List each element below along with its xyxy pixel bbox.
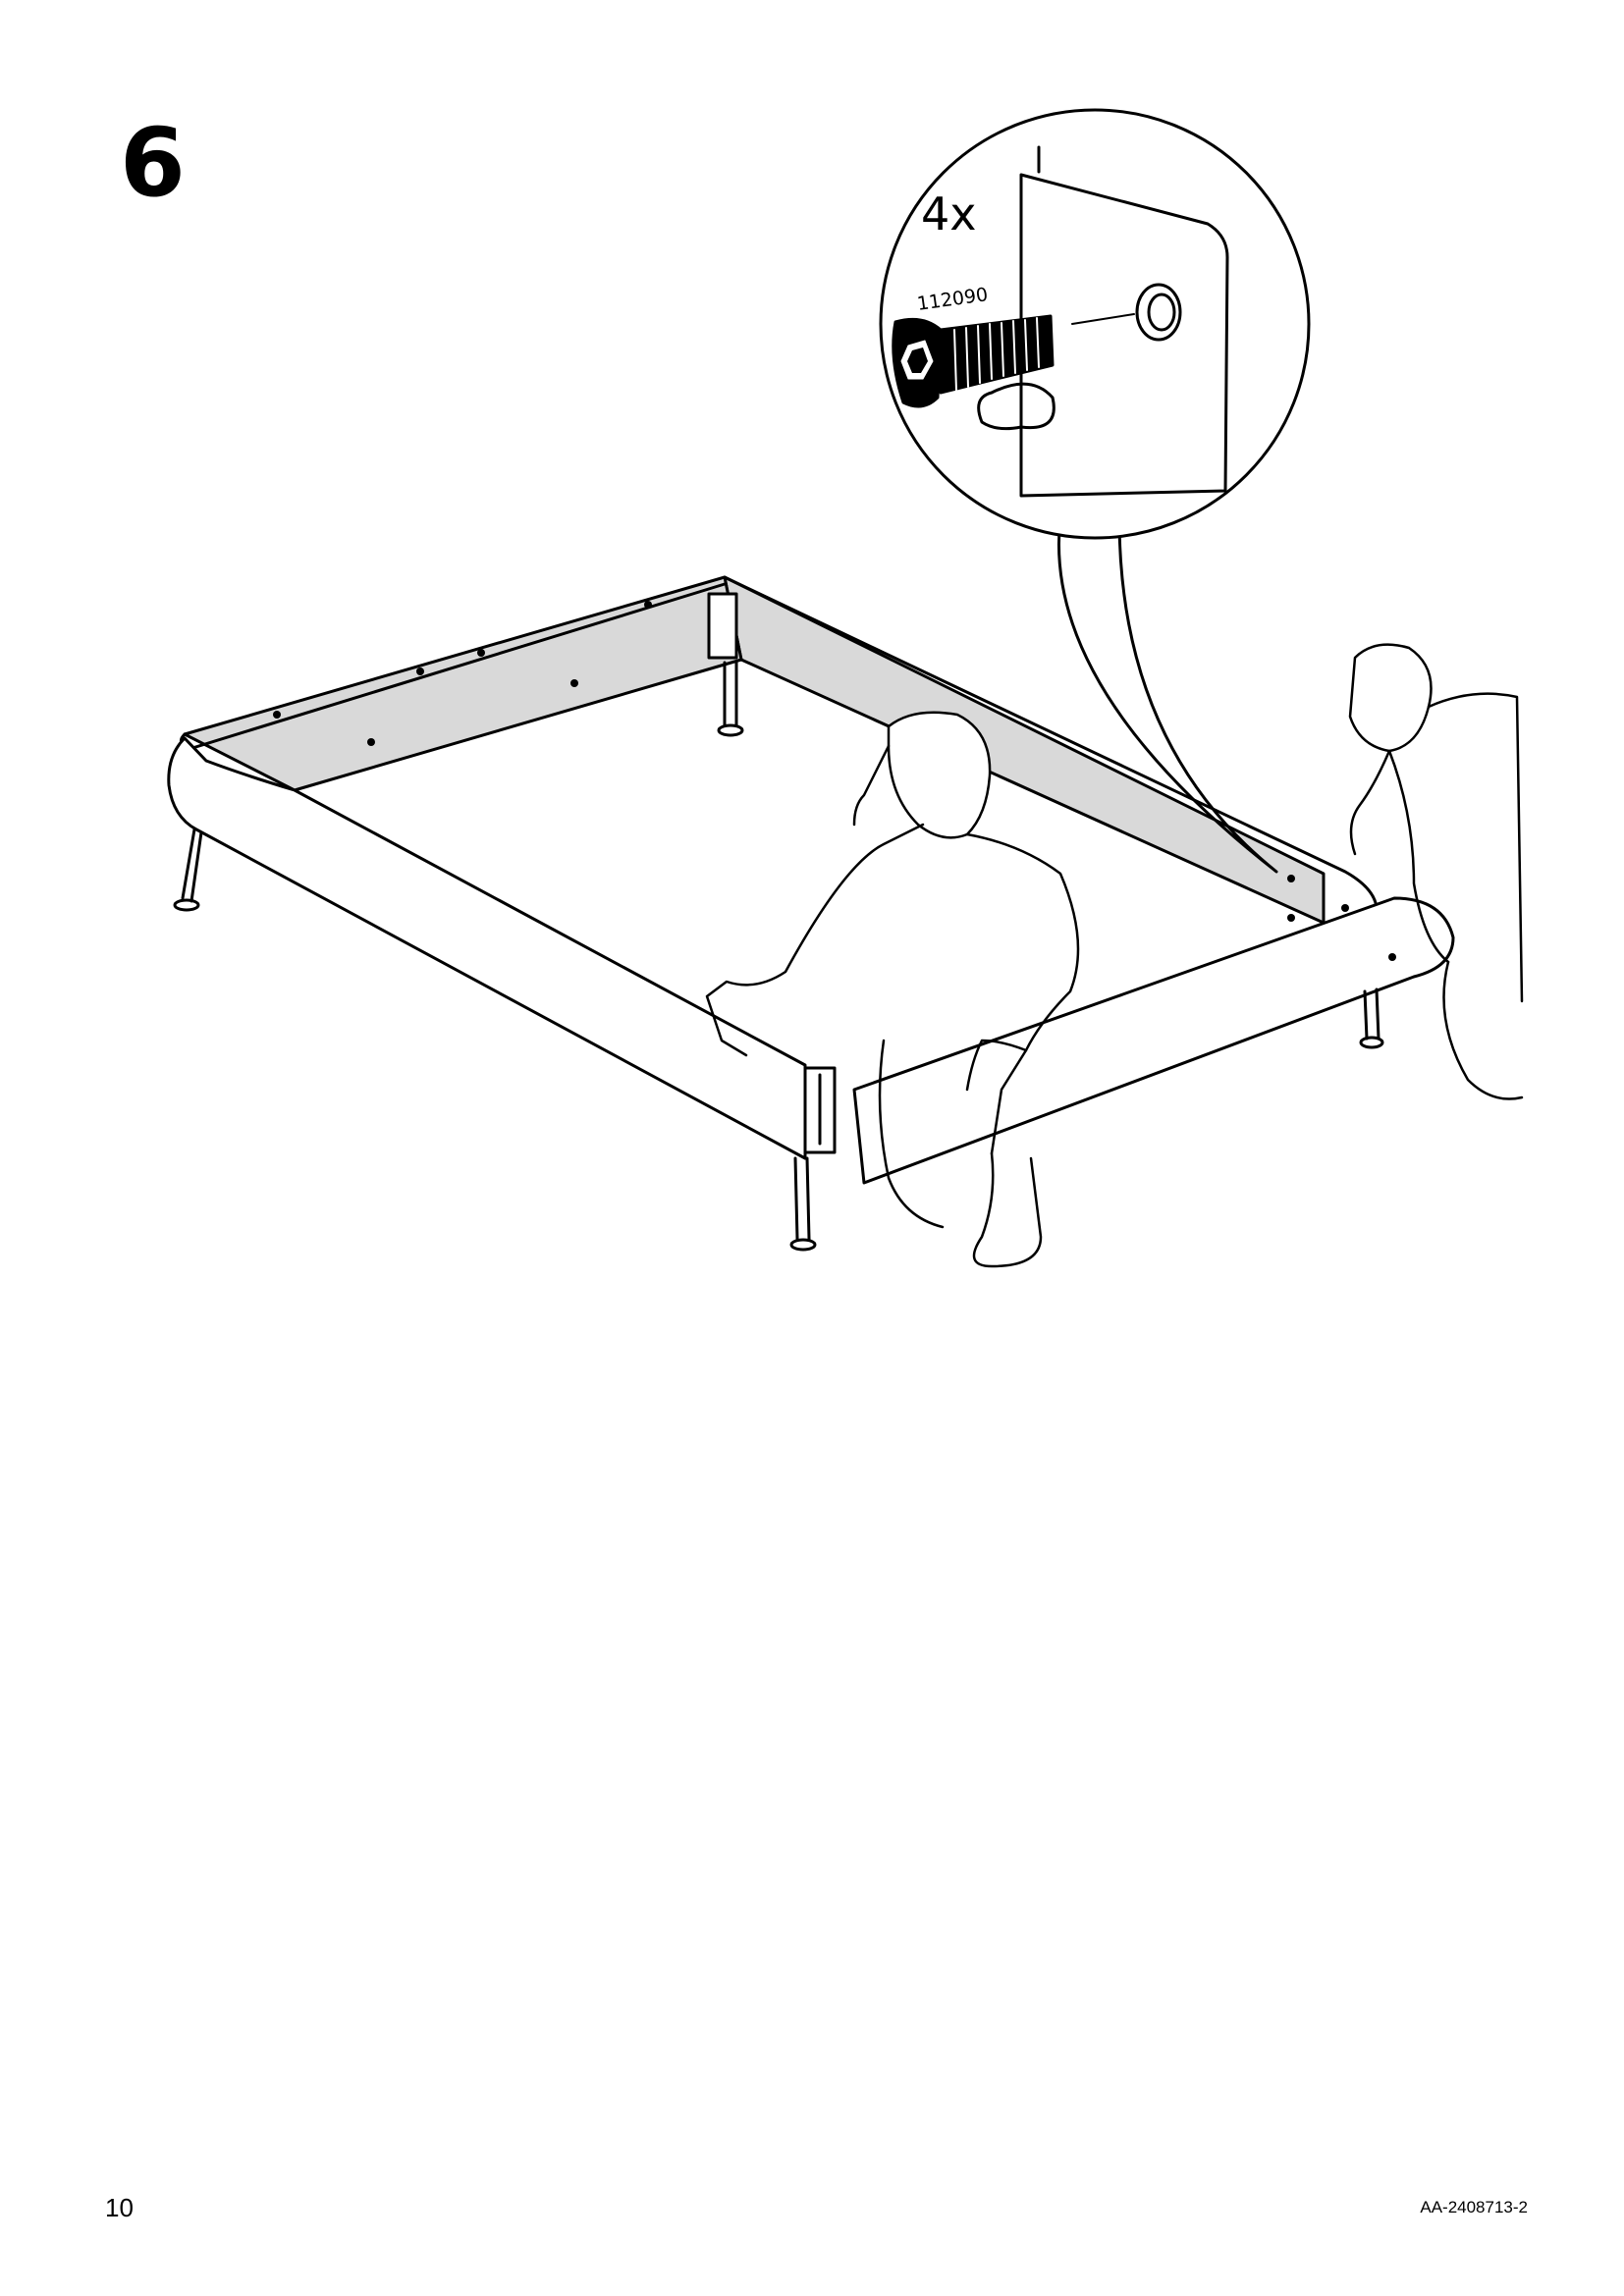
person-right bbox=[1350, 645, 1522, 1099]
page-number: 10 bbox=[105, 2195, 134, 2220]
leg-front bbox=[795, 1158, 809, 1239]
leg-back bbox=[725, 663, 736, 724]
left-rail-inner-face bbox=[185, 577, 741, 790]
person-center bbox=[707, 713, 1078, 1266]
document-id: AA-2408713-2 bbox=[1420, 2199, 1528, 2216]
leg-left bbox=[183, 829, 201, 901]
back-rail-inner-face bbox=[725, 577, 1324, 923]
quantity-label: 4x bbox=[921, 187, 977, 240]
front-left-rail bbox=[169, 738, 805, 1158]
detail-magnifier bbox=[881, 110, 1309, 538]
leg-right bbox=[1365, 989, 1379, 1039]
